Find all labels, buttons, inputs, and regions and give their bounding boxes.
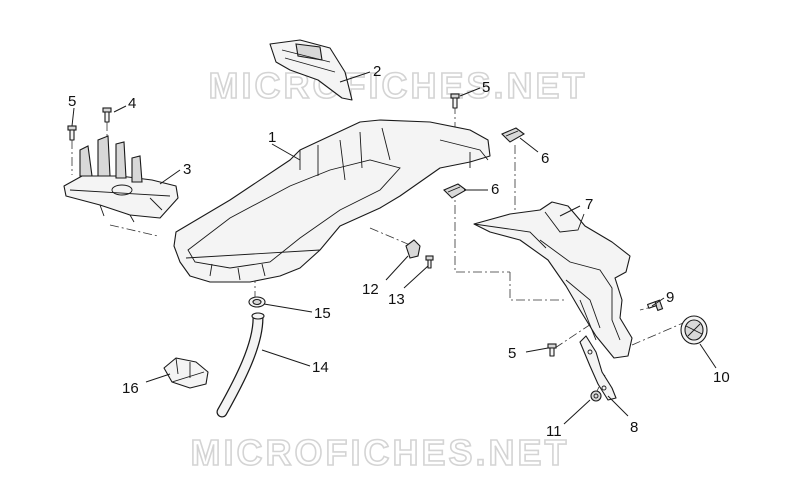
callout-6-upper: 6 bbox=[541, 150, 549, 167]
callout-14: 14 bbox=[312, 359, 329, 376]
callout-10: 10 bbox=[713, 369, 730, 386]
part-9-screw bbox=[647, 299, 664, 312]
part-5-screw-b bbox=[450, 93, 460, 109]
part-16-clip bbox=[163, 357, 209, 389]
part-10-reflector bbox=[680, 315, 708, 345]
part-5-screw-c bbox=[547, 343, 557, 357]
part-13-screw bbox=[425, 255, 434, 269]
part-14-tube bbox=[216, 312, 265, 418]
part-4-screw bbox=[102, 107, 112, 123]
leader-lines bbox=[71, 71, 717, 425]
callout-8: 8 bbox=[630, 419, 638, 436]
callout-1: 1 bbox=[268, 129, 276, 146]
part-6-clip-b bbox=[443, 183, 467, 199]
callout-3: 3 bbox=[183, 161, 191, 178]
callout-5-bottom: 5 bbox=[508, 345, 516, 362]
callout-15: 15 bbox=[314, 305, 331, 322]
watermark-bottom: MICROFICHES.NET bbox=[190, 432, 569, 473]
part-15-grommet bbox=[248, 296, 266, 308]
watermark-top: MICROFICHES.NET bbox=[208, 65, 587, 106]
part-8-bracket bbox=[579, 335, 617, 401]
part-12-clip bbox=[405, 239, 421, 259]
part-7-rear-mudguard bbox=[473, 201, 633, 359]
part-1-undertray bbox=[173, 119, 491, 283]
part-11-nut bbox=[590, 390, 602, 402]
callout-labels: 1 2 3 4 5 5 5 6 6 7 8 9 10 11 12 13 14 1… bbox=[68, 63, 730, 440]
callout-7: 7 bbox=[585, 196, 593, 213]
callout-5-top: 5 bbox=[482, 79, 490, 96]
part-5-screw-a bbox=[67, 125, 77, 141]
callout-9: 9 bbox=[666, 289, 674, 306]
part-6-clip-a bbox=[501, 127, 525, 143]
callout-2: 2 bbox=[373, 63, 381, 80]
callout-11: 11 bbox=[546, 423, 562, 440]
part-2-cover bbox=[269, 39, 353, 101]
callout-12: 12 bbox=[362, 281, 379, 298]
callout-16: 16 bbox=[122, 380, 139, 397]
callout-4: 4 bbox=[128, 95, 136, 112]
callout-5-left: 5 bbox=[68, 93, 76, 110]
part-3-bracket bbox=[63, 135, 179, 223]
callout-6-lower: 6 bbox=[491, 181, 499, 198]
callout-13: 13 bbox=[388, 291, 405, 308]
